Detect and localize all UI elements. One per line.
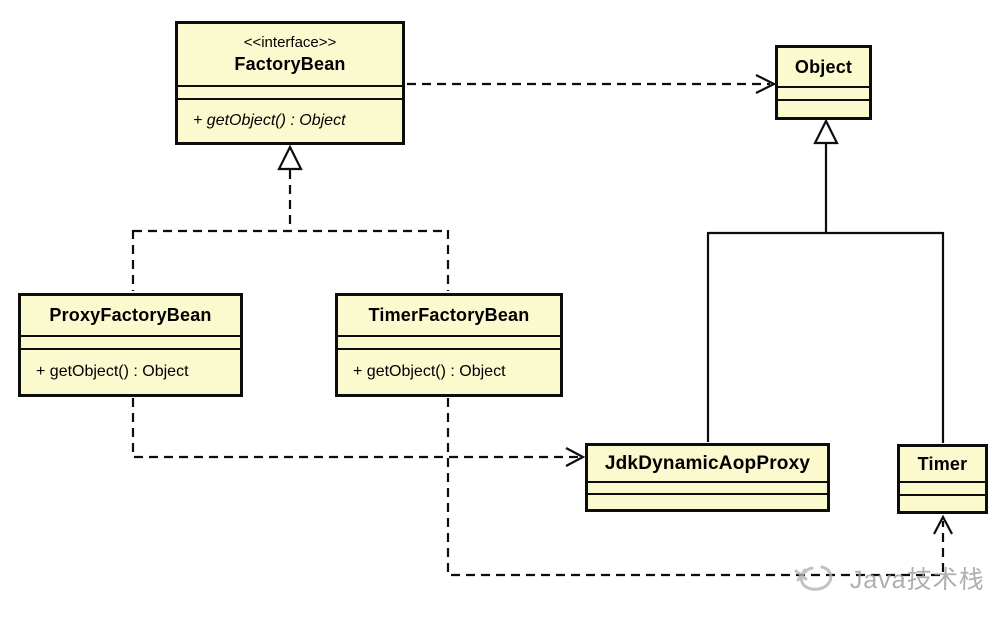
method-label: + getObject() : Object: [353, 363, 506, 380]
attributes-compartment: [588, 481, 827, 493]
class-name: TimerFactoryBean: [368, 305, 530, 326]
class-node-object: Object: [775, 45, 872, 120]
attributes-compartment: [338, 335, 560, 348]
methods-compartment: + getObject() : Object: [21, 348, 240, 394]
attributes-compartment: [178, 85, 402, 98]
class-name: Object: [794, 56, 853, 77]
realization-factorybean-implementations: [131, 144, 450, 291]
class-name: ProxyFactoryBean: [49, 305, 212, 326]
class-header: TimerFactoryBean: [338, 296, 560, 335]
class-name: JdkDynamicAopProxy: [604, 452, 811, 474]
stereotype-label: <<interface>>: [243, 33, 337, 51]
dependency-timerfactorybean-timer: [446, 398, 953, 577]
attributes-compartment: [900, 481, 985, 494]
methods-compartment: [588, 493, 827, 509]
class-node-timerfactorybean: TimerFactoryBean + getObject() : Object: [335, 293, 563, 397]
class-node-proxyfactorybean: ProxyFactoryBean + getObject() : Object: [18, 293, 243, 397]
dependency-factorybean-object: [407, 74, 777, 94]
class-header: <<interface>> FactoryBean: [178, 24, 402, 85]
class-node-timer: Timer: [897, 444, 988, 514]
hollow-triangle-arrowhead: [277, 144, 303, 171]
attributes-compartment: [21, 335, 240, 348]
method-label: + getObject() : Object: [193, 112, 346, 129]
hollow-triangle-arrowhead: [813, 118, 839, 145]
class-name: Timer: [917, 453, 968, 474]
class-node-factorybean: <<interface>> FactoryBean + getObject() …: [175, 21, 405, 145]
methods-compartment: + getObject() : Object: [178, 98, 402, 142]
methods-compartment: [778, 99, 869, 117]
class-name: FactoryBean: [234, 53, 346, 74]
attributes-compartment: [778, 86, 869, 99]
watermark-logo-icon: [794, 565, 833, 591]
watermark-text: Java技术栈: [849, 566, 986, 594]
watermark: Java技术栈: [792, 548, 1008, 608]
class-node-jdkdynamicaopproxy: JdkDynamicAopProxy: [585, 443, 830, 512]
dependency-proxyfactorybean-jdkdynamicaopproxy: [131, 398, 586, 467]
method-label: + getObject() : Object: [36, 363, 189, 380]
class-header: ProxyFactoryBean: [21, 296, 240, 335]
methods-compartment: [900, 494, 985, 511]
class-header: Object: [778, 48, 869, 86]
generalization-object-subclasses: [706, 118, 945, 443]
methods-compartment: + getObject() : Object: [338, 348, 560, 394]
class-header: Timer: [900, 447, 985, 481]
class-header: JdkDynamicAopProxy: [588, 446, 827, 481]
